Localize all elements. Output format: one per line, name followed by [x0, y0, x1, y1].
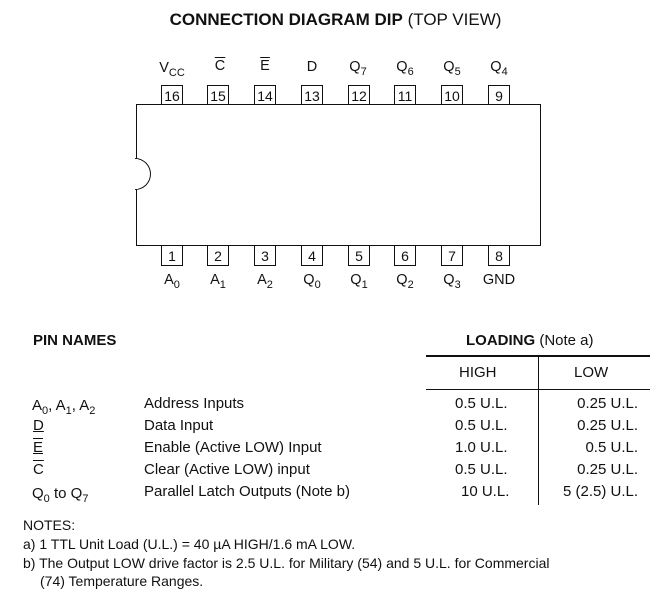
row-desc-3: Enable (Active LOW) Input	[144, 439, 322, 456]
pin-9-label: Q4	[490, 59, 508, 78]
loading-heading: LOADING (Note a)	[466, 332, 594, 349]
pin-names-heading: PIN NAMES	[33, 332, 117, 349]
pin-4-label: Q0	[303, 272, 321, 291]
pin-11-label: Q6	[396, 59, 414, 78]
pin-2-label: A1	[210, 272, 226, 291]
row-low-3: 0.5 U.L.	[585, 439, 638, 456]
pin-10-label: Q5	[443, 59, 461, 78]
row-desc-5: Parallel Latch Outputs (Note b)	[144, 483, 350, 500]
pin-16-label: VCC	[159, 60, 185, 79]
row-low-1: 0.25 U.L.	[577, 395, 638, 412]
pin-16: 16	[161, 85, 183, 105]
row-low-2: 0.25 U.L.	[577, 417, 638, 434]
pin-7-label: Q3	[443, 272, 461, 291]
pin-2: 2	[207, 246, 229, 266]
pin-3: 3	[254, 246, 276, 266]
pin-9: 9	[488, 85, 510, 105]
note-b-line2: (74) Temperature Ranges.	[40, 573, 204, 589]
pin-11: 11	[394, 85, 416, 105]
row-desc-1: Address Inputs	[144, 395, 245, 412]
pin-5-label: Q1	[350, 272, 368, 291]
row-high-4: 0.5 U.L.	[455, 461, 508, 478]
pin-12-label: Q7	[349, 59, 367, 78]
note-a: a) 1 TTL Unit Load (U.L.) = 40 µA HIGH/1…	[23, 536, 356, 552]
pin-12: 12	[348, 85, 370, 105]
pin-15: 15	[207, 85, 229, 105]
pin-5: 5	[348, 246, 370, 266]
pin-13-label: D	[306, 59, 318, 75]
row-pins-2: D	[33, 417, 44, 434]
pin-14: 14	[254, 85, 276, 105]
row-high-5: 10 U.L.	[461, 483, 510, 500]
pin-4: 4	[301, 246, 323, 266]
pin-8: 8	[488, 246, 510, 266]
pin-1: 1	[161, 246, 183, 266]
row-high-1: 0.5 U.L.	[455, 395, 508, 412]
row-pins-4: C	[33, 461, 44, 478]
notes-heading: NOTES:	[23, 517, 76, 533]
col-low-header: LOW	[574, 364, 609, 381]
title-rest: (TOP VIEW)	[402, 10, 502, 29]
ic-package-body	[135, 104, 541, 246]
pin-13: 13	[301, 85, 323, 105]
row-desc-2: Data Input	[144, 417, 214, 434]
row-pins-3: E	[33, 439, 44, 456]
pin-7: 7	[441, 246, 463, 266]
pin-10: 10	[441, 85, 463, 105]
pin-14-label: E	[260, 58, 270, 74]
note-b-line1: b) The Output LOW drive factor is 2.5 U.…	[23, 555, 550, 571]
pin-6-label: Q2	[396, 272, 414, 291]
pin-6: 6	[394, 246, 416, 266]
col-high-header: HIGH	[459, 364, 497, 381]
table-column-divider	[538, 355, 539, 505]
title-bold: CONNECTION DIAGRAM DIP	[169, 10, 403, 29]
row-pins-5: Q0 to Q7	[32, 485, 89, 505]
pin-1-label: A0	[164, 272, 180, 291]
diagram-title: CONNECTION DIAGRAM DIP (TOP VIEW)	[0, 10, 671, 30]
pin-8-label: GND	[482, 272, 516, 288]
row-low-5: 5 (2.5) U.L.	[562, 483, 638, 500]
row-pins-1: A0, A1, A2	[32, 397, 96, 417]
row-high-3: 1.0 U.L.	[455, 439, 508, 456]
row-high-2: 0.5 U.L.	[455, 417, 508, 434]
pin-15-label: C	[214, 58, 226, 74]
row-low-4: 0.25 U.L.	[577, 461, 638, 478]
row-desc-4: Clear (Active LOW) input	[144, 461, 310, 478]
pin-3-label: A2	[257, 272, 273, 291]
